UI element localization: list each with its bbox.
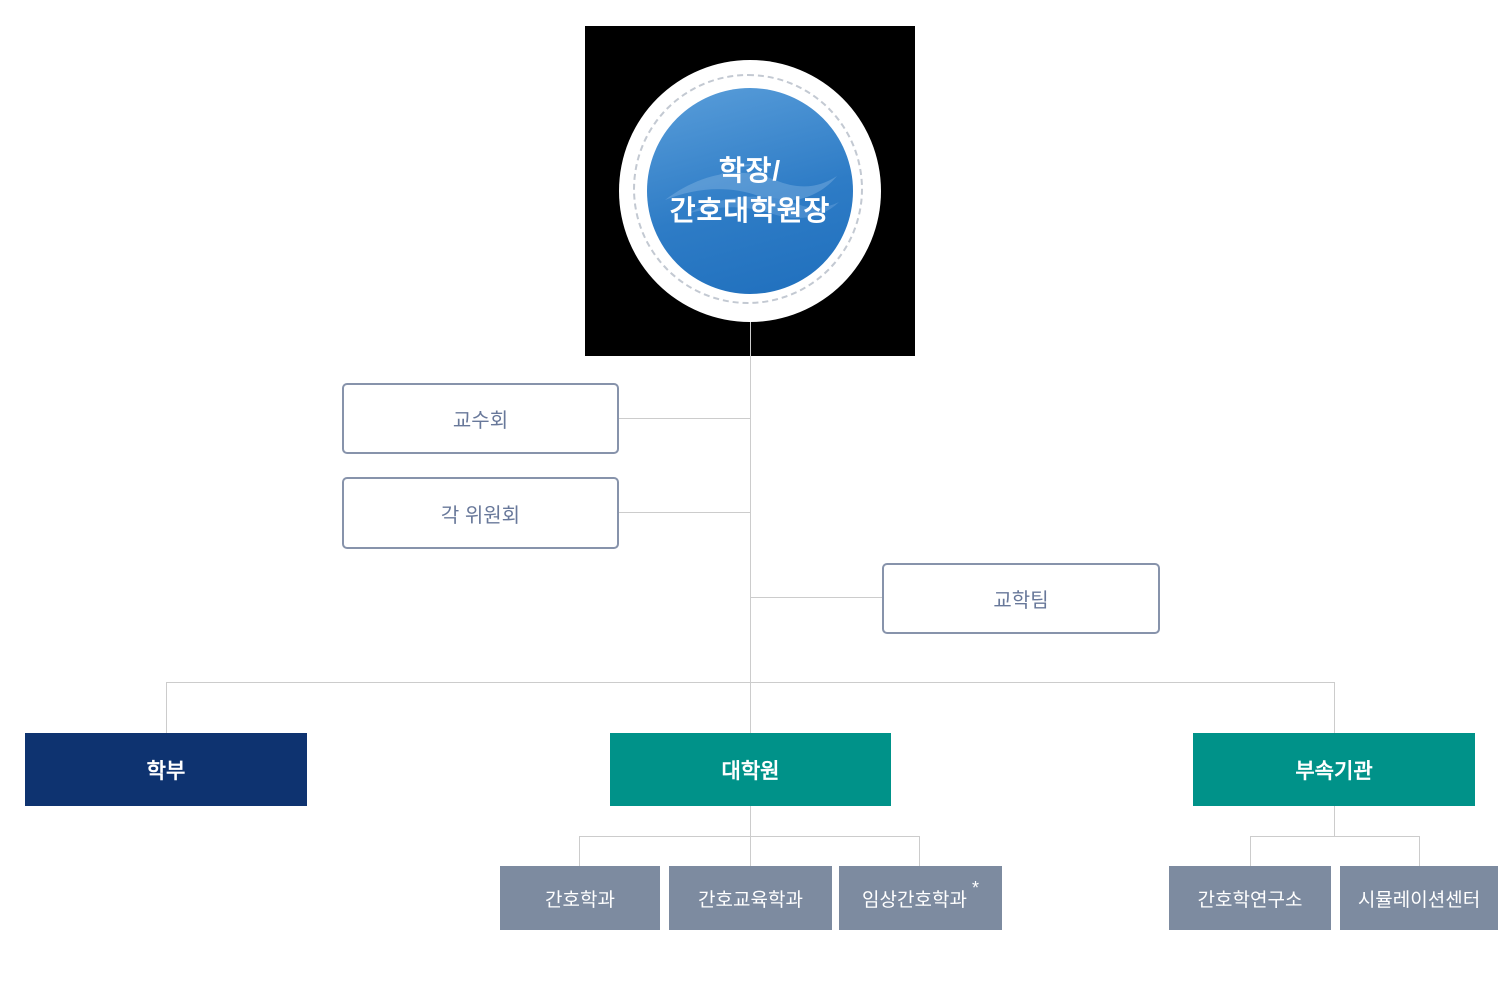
dept-nursing-education-label: 간호교육학과 [698, 889, 803, 911]
dept-nursing-label: 간호학과 [545, 889, 615, 911]
connector-line [619, 418, 750, 419]
division-affiliated-institutions-label: 부속기관 [1295, 759, 1373, 783]
unit-simulation-center-box: 시뮬레이션센터 [1340, 866, 1498, 930]
academic-affairs-team-label: 교학팀 [993, 590, 1049, 612]
dean-emblem-outer-circle: 학장/ 간호대학원장 [619, 60, 881, 322]
dean-title-line2: 간호대학원장 [669, 195, 831, 226]
connector-line [750, 597, 882, 598]
connector-line [1334, 806, 1335, 836]
division-undergraduate-label: 학부 [146, 759, 186, 783]
dept-nursing-box: 간호학과 [500, 866, 660, 930]
connector-line [1419, 836, 1420, 866]
dean-node-label: 학장/ 간호대학원장 [670, 151, 831, 231]
division-undergraduate-box: 학부 [25, 733, 307, 806]
unit-simulation-center-label: 시뮬레이션센터 [1357, 889, 1481, 911]
dean-title-line1: 학장/ [718, 155, 782, 186]
committees-box: 각 위원회 [342, 477, 619, 549]
emblem-watermark-swoosh-icon [665, 163, 839, 218]
connector-line [579, 836, 920, 837]
academic-affairs-team-box: 교학팀 [882, 563, 1160, 634]
connector-line [750, 682, 751, 733]
connector-line [579, 836, 580, 866]
connector-line [166, 682, 167, 733]
connector-line [750, 806, 751, 836]
division-graduate-school-label: 대학원 [721, 759, 780, 783]
faculty-council-label: 교수회 [452, 410, 509, 432]
unit-nursing-research-institute-box: 간호학연구소 [1169, 866, 1331, 930]
dept-nursing-education-box: 간호교육학과 [669, 866, 832, 930]
dept-clinical-nursing-label: 임상간호학과 [862, 889, 967, 911]
unit-nursing-research-institute-label: 간호학연구소 [1197, 889, 1303, 911]
dean-emblem: 학장/ 간호대학원장 [585, 26, 915, 356]
dept-clinical-nursing-box: 임상간호학과* [839, 866, 1002, 930]
dean-emblem-dashed-ring [633, 74, 863, 304]
connector-line [1250, 836, 1420, 837]
connector-line [1334, 682, 1335, 733]
connector-line [750, 836, 751, 866]
division-graduate-school-box: 대학원 [610, 733, 891, 806]
dean-node: 학장/ 간호대학원장 [647, 88, 853, 294]
connector-line [750, 322, 751, 682]
connector-line [619, 512, 750, 513]
connector-line [1250, 836, 1251, 866]
committees-label: 각 위원회 [440, 504, 521, 527]
faculty-council-box: 교수회 [342, 383, 619, 454]
division-affiliated-institutions-box: 부속기관 [1193, 733, 1475, 806]
connector-line [919, 836, 920, 866]
